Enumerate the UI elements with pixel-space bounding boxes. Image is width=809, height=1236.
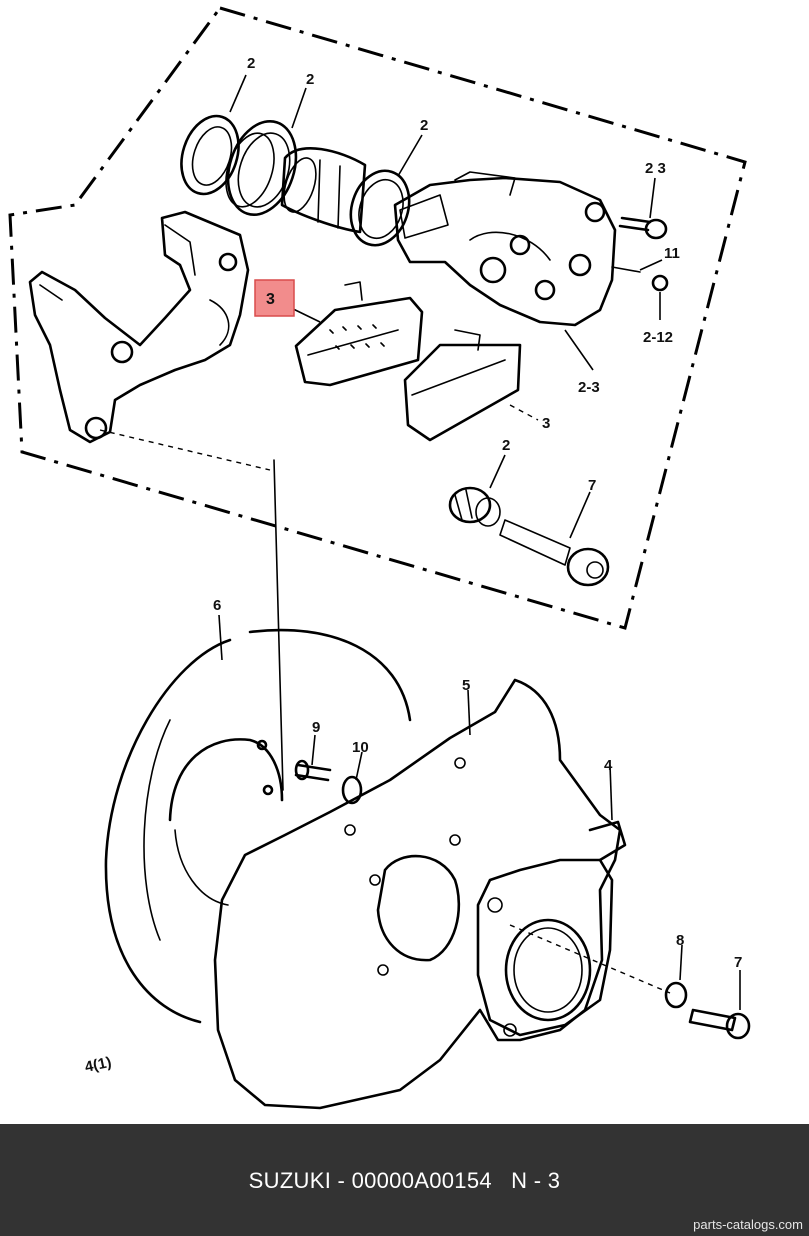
parts-diagram: 3 2 2 2 2 3 11 2-12 2-3 3 2 7 6 5 9 10 4…	[8, 6, 751, 1110]
callout-2-3-top[interactable]: 2 3	[645, 160, 666, 177]
callout-5[interactable]: 5	[462, 677, 470, 694]
callout-7b[interactable]: 7	[734, 954, 742, 971]
brake-caliper-exploded-view: 3 2 2 2 2 3 11 2-12 2-3 3 2 7 6 5 9 10 4…	[8, 6, 751, 1110]
brake-pad-inner[interactable]	[294, 281, 424, 387]
brake-disc[interactable]	[104, 628, 412, 1024]
piston-seal-ring[interactable]	[172, 109, 248, 202]
callout-6[interactable]: 6	[213, 597, 221, 614]
disc-washer[interactable]	[341, 775, 363, 805]
cover-bolt[interactable]	[688, 1008, 751, 1040]
callout-numbers: 2 2 2 2 3 11 2-12 2-3 3 2 7 6 5 9 10 4 8…	[83, 55, 742, 1076]
cover-washer[interactable]	[664, 981, 688, 1009]
callout-3[interactable]: 3	[542, 415, 550, 432]
leader-lines	[99, 74, 741, 1010]
callout-11[interactable]: 11	[664, 245, 680, 262]
callout-10[interactable]: 10	[352, 739, 369, 756]
callout-2d[interactable]: 2	[502, 437, 510, 454]
callout-2-3[interactable]: 2-3	[578, 379, 600, 396]
footer-bar: SUZUKI - 00000A00154 N - 3 parts-catalog…	[0, 1124, 809, 1236]
callout-7a[interactable]: 7	[588, 477, 596, 494]
part-caption: SUZUKI - 00000A00154 N - 3	[248, 1168, 561, 1193]
callout-2-12[interactable]: 2-12	[643, 329, 673, 346]
drawing-code: 4(1)	[83, 1054, 113, 1076]
callout-2a[interactable]: 2	[247, 55, 255, 72]
bleeder-cap[interactable]	[611, 266, 669, 292]
callout-8[interactable]: 8	[676, 932, 684, 949]
caliper-body[interactable]	[393, 171, 617, 327]
bleeder-screw[interactable]	[618, 216, 668, 240]
slide-pin-boot[interactable]	[448, 486, 501, 527]
caliper-assembly-boundary	[8, 6, 747, 630]
dust-cover[interactable]	[213, 678, 622, 1110]
dust-boot[interactable]	[217, 112, 308, 223]
disc-bolt[interactable]	[294, 759, 332, 782]
highlighted-callout-3[interactable]: 3	[254, 279, 295, 317]
brake-pad-outer[interactable]	[403, 329, 522, 442]
highlight-label: 3	[266, 291, 275, 308]
callout-9[interactable]: 9	[312, 719, 320, 736]
callout-2c[interactable]: 2	[420, 117, 428, 134]
callout-4[interactable]: 4	[604, 757, 613, 774]
caliper-piston[interactable]	[278, 147, 367, 234]
callout-2b[interactable]: 2	[306, 71, 314, 88]
site-credit[interactable]: parts-catalogs.com	[693, 1217, 803, 1232]
caliper-holder[interactable]	[28, 210, 250, 444]
slide-pin-bolt[interactable]	[499, 519, 610, 587]
knuckle-flange[interactable]	[476, 820, 627, 1037]
